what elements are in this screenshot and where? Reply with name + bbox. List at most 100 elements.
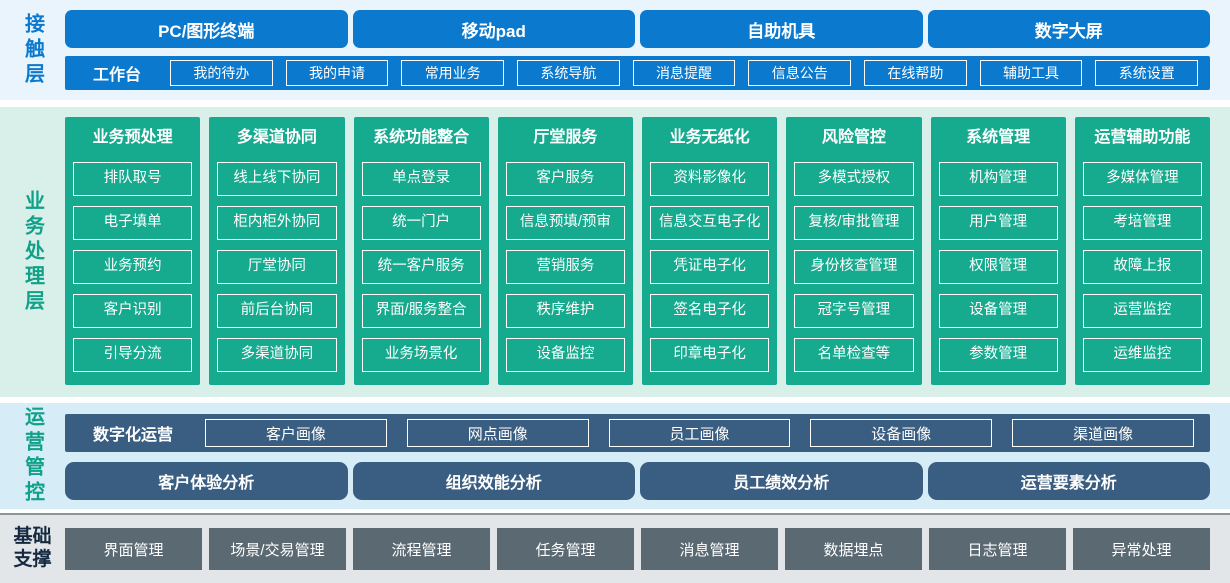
business-layer-content: 业务预处理 排队取号电子填单业务预约客户识别引导分流 多渠道协同 线上线下协同柜… — [65, 107, 1230, 397]
portrait-box: 客户画像 — [205, 419, 387, 447]
function-box: 名单检查等 — [794, 338, 914, 372]
foundation-box: 界面管理 — [65, 528, 202, 570]
function-box: 机构管理 — [938, 162, 1058, 196]
foundation-label: 基础支撑 — [13, 526, 52, 570]
function-box: 多渠道协同 — [217, 338, 337, 372]
function-box: 信息交互电子化 — [650, 206, 770, 240]
function-box: 资料影像化 — [650, 162, 770, 196]
business-column: 业务无纸化 资料影像化信息交互电子化凭证电子化签名电子化印章电子化 — [642, 117, 778, 385]
function-box: 营销服务 — [505, 250, 625, 284]
function-box: 故障上报 — [1082, 250, 1202, 284]
workbench-label: 工作台 — [93, 67, 142, 84]
function-box: 前后台协同 — [217, 294, 337, 328]
column-title: 厅堂服务 — [533, 129, 598, 146]
function-box: 多媒体管理 — [1082, 162, 1202, 196]
business-column: 业务预处理 排队取号电子填单业务预约客户识别引导分流 — [65, 117, 201, 385]
function-box: 界面/服务整合 — [361, 294, 481, 328]
analysis-row: 客户体验分析组织效能分析员工绩效分析运营要素分析 — [65, 462, 1210, 500]
business-layer-band: 业务处理层 业务预处理 排队取号电子填单业务预约客户识别引导分流 多渠道协同 线… — [0, 107, 1230, 397]
portrait-items: 客户画像网点画像员工画像设备画像渠道画像 — [205, 419, 1194, 447]
contact-layer-label-col: 接触层 — [0, 0, 65, 100]
function-box: 引导分流 — [73, 338, 193, 372]
function-box: 业务预约 — [73, 250, 193, 284]
business-column: 厅堂服务 客户服务信息预填/预审营销服务秩序维护设备监控 — [497, 117, 633, 385]
analysis-box: 客户体验分析 — [65, 462, 348, 500]
terminal-box: 数字大屏 — [927, 10, 1210, 48]
foundation-label-col: 基础支撑 — [0, 515, 65, 583]
function-box: 参数管理 — [938, 338, 1058, 372]
function-box: 用户管理 — [938, 206, 1058, 240]
digital-operations-label: 数字化运营 — [93, 427, 174, 444]
contact-layer-label: 接触层 — [21, 12, 44, 88]
function-box: 排队取号 — [73, 162, 193, 196]
function-box: 电子填单 — [73, 206, 193, 240]
function-box: 设备管理 — [938, 294, 1058, 328]
business-column: 系统功能整合 单点登录统一门户统一客户服务界面/服务整合业务场景化 — [353, 117, 489, 385]
function-box: 多模式授权 — [794, 162, 914, 196]
function-box: 统一客户服务 — [361, 250, 481, 284]
business-layer-label: 业务处理层 — [21, 189, 44, 315]
workbench-item-box: 系统设置 — [1095, 60, 1199, 86]
function-box: 业务场景化 — [361, 338, 481, 372]
business-column: 运营辅助功能 多媒体管理考培管理故障上报运营监控运维监控 — [1074, 117, 1210, 385]
terminal-box: PC/图形终端 — [65, 10, 348, 48]
foundation-row: 界面管理场景/交易管理流程管理任务管理消息管理数据埋点日志管理异常处理 — [65, 528, 1210, 570]
foundation-box: 数据埋点 — [785, 528, 922, 570]
column-title: 运营辅助功能 — [1094, 129, 1191, 146]
portrait-box: 员工画像 — [608, 419, 791, 447]
terminal-box: 移动pad — [352, 10, 635, 48]
business-layer-label-col: 业务处理层 — [0, 107, 65, 397]
operations-label: 运营管控 — [21, 406, 44, 506]
function-box: 考培管理 — [1082, 206, 1202, 240]
function-box: 秩序维护 — [505, 294, 625, 328]
function-box: 签名电子化 — [650, 294, 770, 328]
foundation-box: 异常处理 — [1073, 528, 1210, 570]
analysis-box: 组织效能分析 — [352, 462, 635, 500]
function-box: 运营监控 — [1082, 294, 1202, 328]
function-box: 设备监控 — [505, 338, 625, 372]
workbench-item-box: 信息公告 — [748, 60, 852, 86]
foundation-box: 任务管理 — [497, 528, 634, 570]
terminal-box: 自助机具 — [640, 10, 923, 48]
analysis-box: 运营要素分析 — [927, 462, 1210, 500]
workbench-item-box: 我的待办 — [170, 60, 273, 86]
function-box: 厅堂协同 — [217, 250, 337, 284]
workbench-item-box: 消息提醒 — [632, 60, 736, 86]
column-title: 风险管控 — [821, 129, 886, 146]
analysis-box: 员工绩效分析 — [640, 462, 923, 500]
workbench-item-box: 在线帮助 — [864, 60, 967, 86]
function-box: 信息预填/预审 — [505, 206, 625, 240]
workbench-bar: 工作台 我的待办我的申请常用业务系统导航消息提醒信息公告在线帮助辅助工具系统设置 — [65, 56, 1210, 90]
digital-operations-bar: 数字化运营 客户画像网点画像员工画像设备画像渠道画像 — [65, 414, 1210, 452]
foundation-box: 日志管理 — [929, 528, 1066, 570]
operations-label-col: 运营管控 — [0, 403, 65, 509]
function-box: 冠字号管理 — [794, 294, 914, 328]
column-title: 系统管理 — [966, 129, 1031, 146]
foundation-box: 消息管理 — [641, 528, 778, 570]
column-title: 系统功能整合 — [373, 129, 470, 146]
business-column: 系统管理 机构管理用户管理权限管理设备管理参数管理 — [930, 117, 1066, 385]
business-columns: 业务预处理 排队取号电子填单业务预约客户识别引导分流 多渠道协同 线上线下协同柜… — [65, 117, 1210, 385]
portrait-box: 设备画像 — [810, 419, 993, 447]
function-box: 单点登录 — [361, 162, 481, 196]
function-box: 统一门户 — [361, 206, 481, 240]
function-box: 印章电子化 — [650, 338, 770, 372]
workbench-item-box: 系统导航 — [517, 60, 620, 86]
function-box: 身份核查管理 — [794, 250, 914, 284]
function-box: 运维监控 — [1082, 338, 1202, 372]
foundation-box: 流程管理 — [353, 528, 490, 570]
workbench-item-box: 辅助工具 — [979, 60, 1083, 86]
function-box: 凭证电子化 — [650, 250, 770, 284]
foundation-content: 界面管理场景/交易管理流程管理任务管理消息管理数据埋点日志管理异常处理 — [65, 515, 1230, 583]
column-title: 业务无纸化 — [669, 129, 750, 146]
business-column: 多渠道协同 线上线下协同柜内柜外协同厅堂协同前后台协同多渠道协同 — [209, 117, 345, 385]
function-box: 客户服务 — [505, 162, 625, 196]
function-box: 线上线下协同 — [217, 162, 337, 196]
portrait-box: 渠道画像 — [1012, 419, 1194, 447]
function-box: 柜内柜外协同 — [217, 206, 337, 240]
function-box: 客户识别 — [73, 294, 193, 328]
